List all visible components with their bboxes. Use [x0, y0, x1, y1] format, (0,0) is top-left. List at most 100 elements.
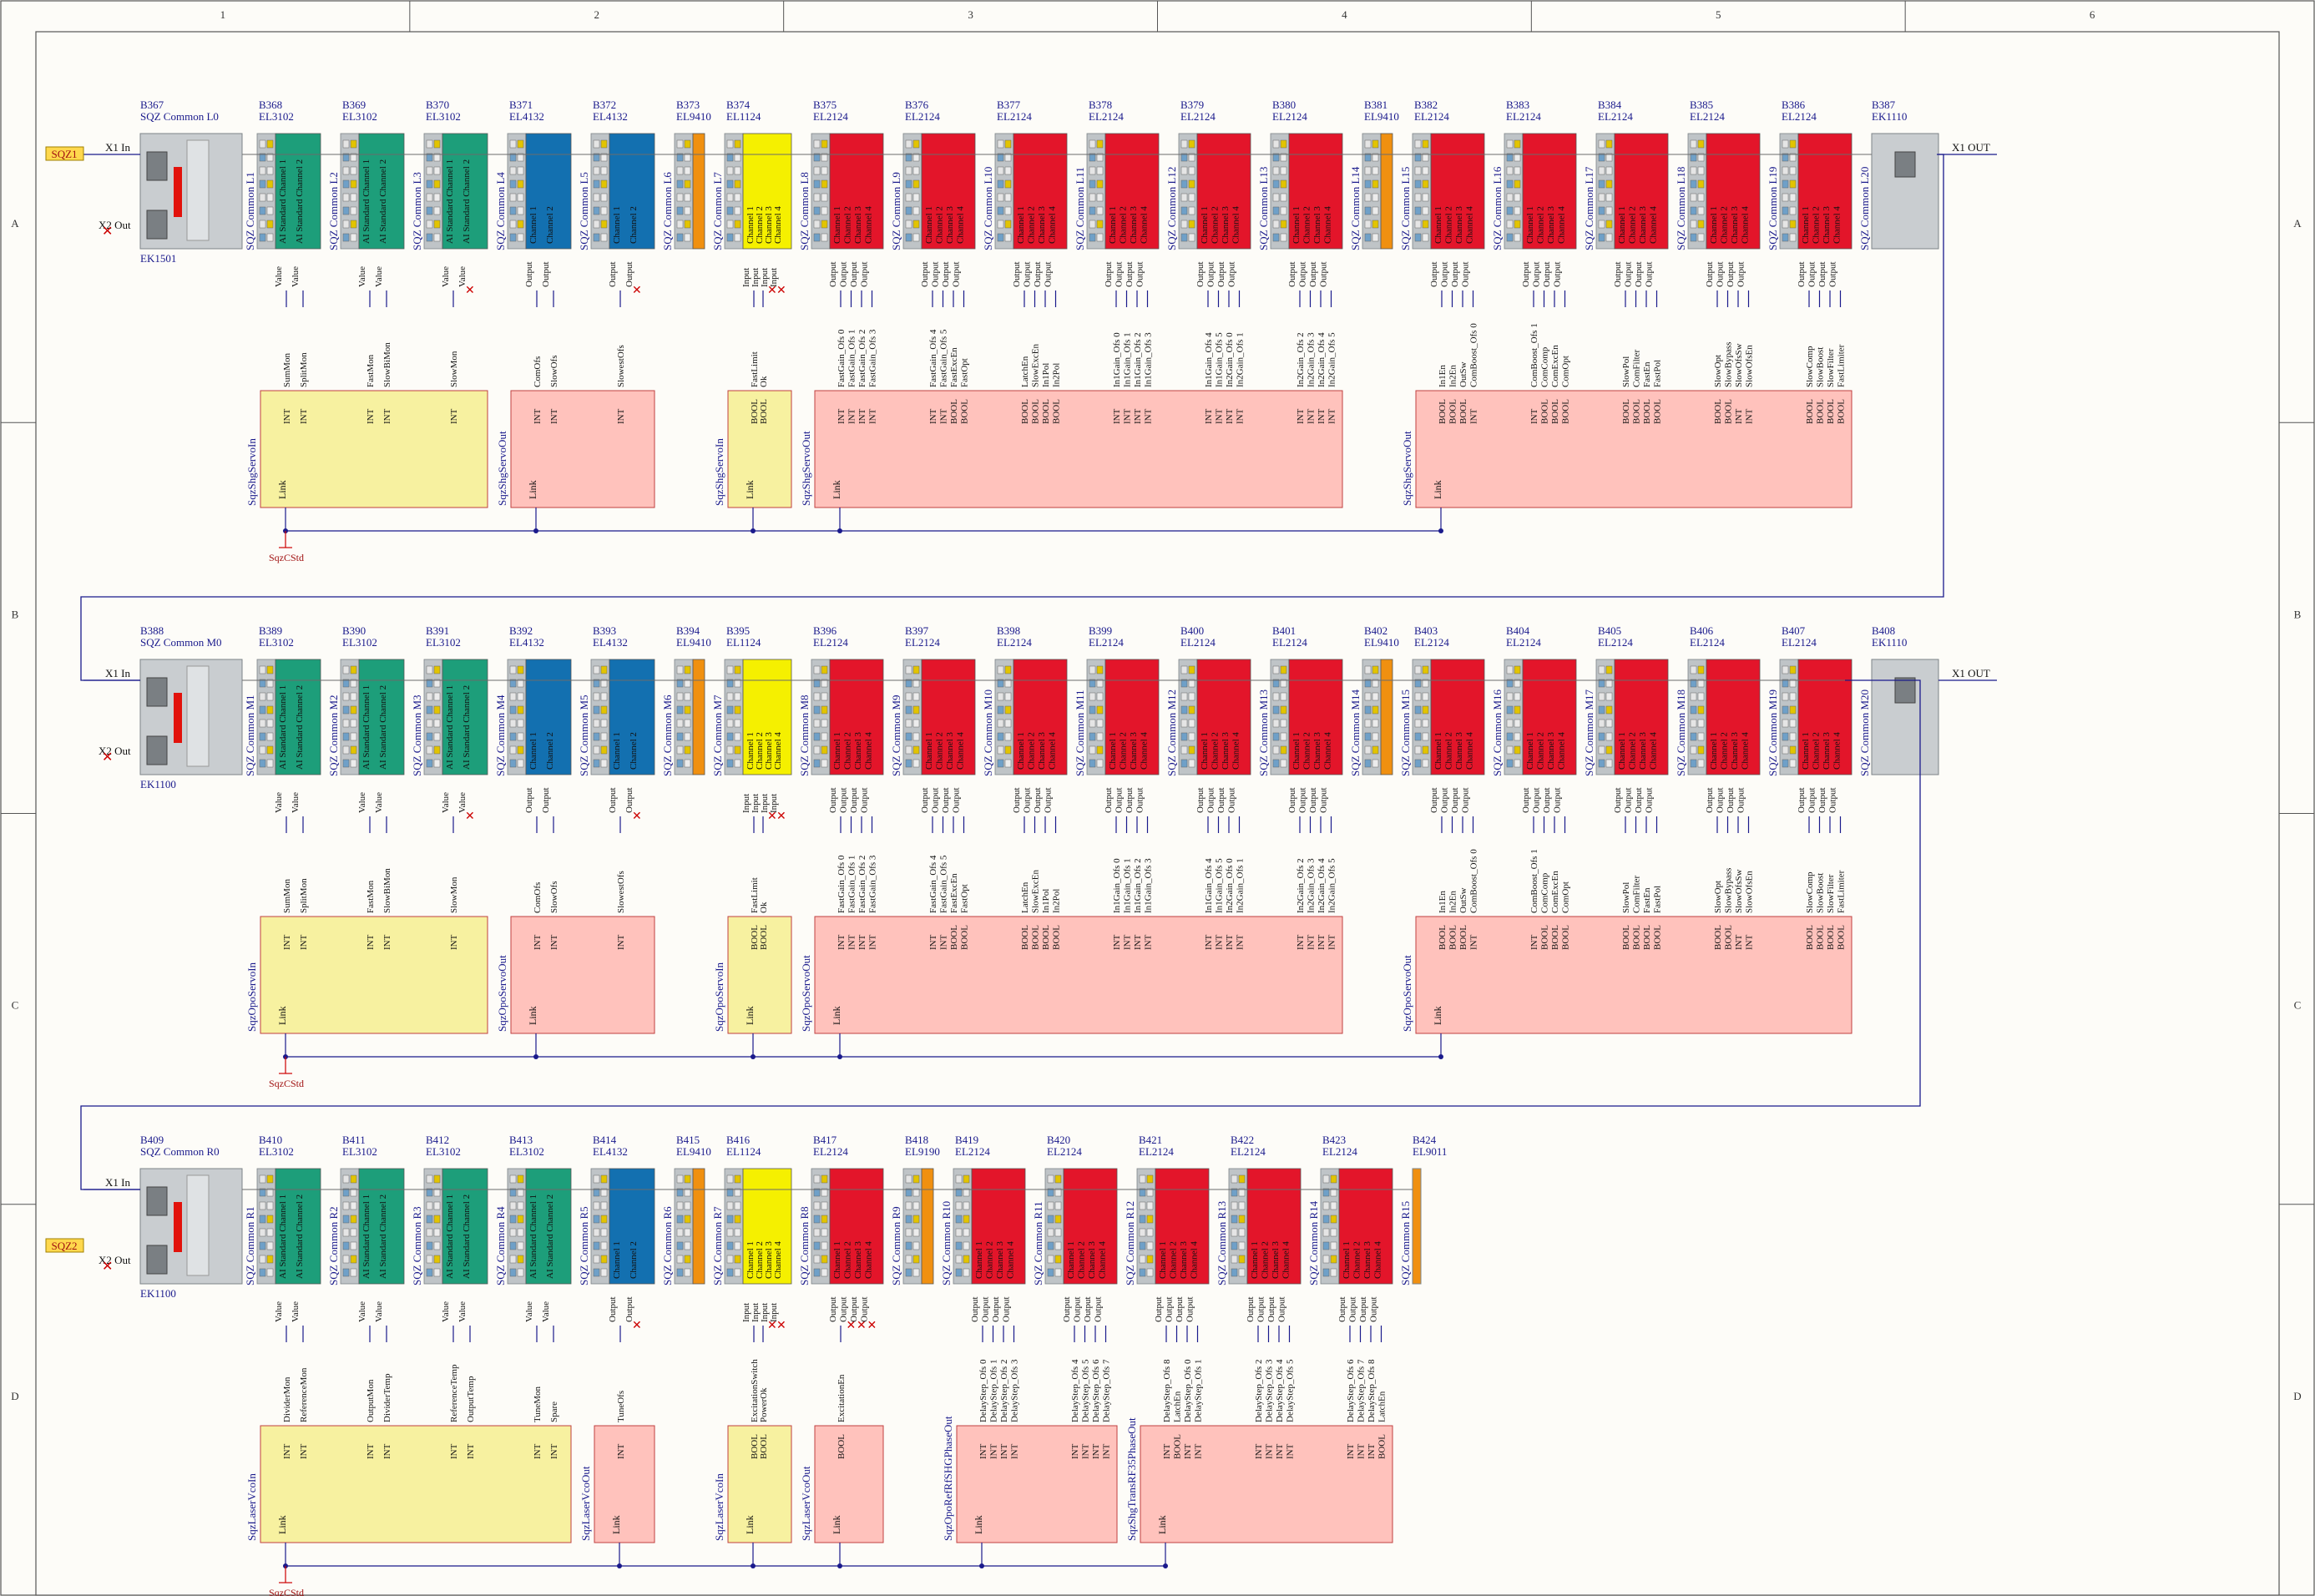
terminal-contact	[342, 220, 350, 229]
terminal-contact	[1004, 705, 1012, 715]
terminal-contact	[1414, 745, 1422, 755]
terminal-contact	[1096, 692, 1104, 701]
terminal-contact	[1188, 179, 1195, 189]
terminal-contact	[676, 179, 684, 189]
terminal-contact	[1272, 679, 1280, 688]
terminal-contact	[905, 745, 912, 755]
channel-label: Channel 1	[612, 1241, 622, 1279]
terminal-contact	[997, 705, 1004, 715]
terminal-id: B383	[1506, 98, 1529, 111]
terminal-contact	[1280, 179, 1287, 189]
terminal-contact	[1598, 179, 1605, 189]
terminal-contact	[1139, 1174, 1146, 1184]
link-type: BOOL	[1020, 925, 1030, 950]
terminal-contact	[1690, 179, 1697, 189]
link-group-name: SqzOpoServoIn	[245, 962, 258, 1032]
terminal-id: B371	[509, 98, 533, 111]
terminal-contact	[1089, 206, 1096, 215]
terminal-label: SQZ Common R11	[1032, 1201, 1044, 1285]
terminal-contact	[912, 665, 920, 674]
terminal-id: B380	[1272, 98, 1296, 111]
terminal-contact	[726, 1255, 734, 1264]
channel-label: Channel 4	[1098, 1241, 1108, 1279]
link-type: INT	[1070, 1443, 1080, 1459]
terminal-contact	[600, 732, 608, 741]
terminal-contact	[1054, 1241, 1062, 1250]
link-signal-name: FastEn	[1642, 361, 1652, 387]
terminal-contact	[955, 1255, 963, 1264]
bus-label: SqzCStd	[269, 1587, 304, 1596]
terminal-strip	[674, 133, 694, 250]
terminal-body	[609, 1168, 655, 1285]
terminal-contact	[1047, 1201, 1054, 1210]
signal-label: Output	[1104, 261, 1114, 287]
terminal-label: SQZ Common R8	[798, 1206, 811, 1285]
terminal-contact	[1697, 220, 1705, 229]
terminal-label: SQZ Common R4	[494, 1206, 507, 1285]
terminal-strip	[423, 659, 443, 775]
terminal-type: EL9410	[676, 636, 711, 649]
terminal-contact	[433, 166, 441, 175]
terminal-contact	[726, 139, 734, 149]
terminal-body	[442, 133, 488, 250]
channel-label: Channel 1	[1016, 206, 1026, 244]
signal-label: Value	[524, 1301, 534, 1322]
channel-label: Channel 1	[1433, 732, 1443, 770]
terminal-contact	[600, 193, 608, 202]
terminal-contact	[726, 166, 734, 175]
channel-label: AI Standard Channel 1	[528, 1194, 538, 1279]
link-signal-name: In2Gain_Ofs 2	[1296, 858, 1306, 913]
terminal-contact	[734, 1188, 741, 1197]
terminal-contact	[342, 1228, 350, 1237]
terminal-contact	[1789, 206, 1797, 215]
terminal-contact	[813, 1268, 821, 1277]
signal-label: Output	[1532, 261, 1542, 287]
terminal-contact	[1272, 220, 1280, 229]
terminal-contact	[912, 679, 920, 688]
link-box	[260, 390, 488, 508]
terminal-contact	[1089, 220, 1096, 229]
signal-label: Output	[1227, 261, 1237, 287]
terminal-body	[829, 659, 884, 775]
unconnected-x-icon: ✕	[102, 225, 113, 239]
link-signal-name: SlowExcEn	[1031, 344, 1041, 387]
terminal-contact	[1096, 139, 1104, 149]
terminal-contact	[433, 1241, 441, 1250]
terminal-contact	[1506, 719, 1514, 728]
terminal-contact	[350, 220, 357, 229]
unconnected-x-icon: ✕	[767, 811, 777, 823]
terminal-contact	[517, 719, 524, 728]
terminal-contact	[1364, 732, 1372, 741]
terminal-contact	[726, 1241, 734, 1250]
link-type: INT	[857, 408, 867, 424]
terminal-contact	[1422, 166, 1429, 175]
terminal-contact	[905, 179, 912, 189]
terminal-contact	[600, 1241, 608, 1250]
terminal-contact	[1238, 1268, 1246, 1277]
terminal-contact	[1096, 179, 1104, 189]
terminal-contact	[1089, 233, 1096, 242]
terminal-strip	[724, 659, 744, 775]
input-tag-label: SQZ1	[51, 148, 77, 160]
terminal-contact	[1414, 692, 1422, 701]
channel-label: Channel 2	[1027, 206, 1037, 244]
signal-label: Value	[291, 266, 301, 287]
terminal-contact	[350, 1255, 357, 1264]
terminal-body	[1013, 659, 1068, 775]
terminal-contact	[1690, 153, 1697, 162]
terminal-type: EL2124	[1272, 636, 1307, 649]
terminal-contact	[517, 206, 524, 215]
link-type: INT	[1307, 934, 1317, 950]
terminal-contact	[266, 179, 274, 189]
link-label: Link	[1432, 480, 1443, 499]
terminal-contact	[1782, 679, 1789, 688]
channel-label: AI Standard Channel 2	[462, 159, 472, 244]
terminal-label: SQZ Common L13	[1257, 167, 1270, 250]
link-label: Link	[527, 480, 538, 499]
terminal-contact	[821, 193, 828, 202]
